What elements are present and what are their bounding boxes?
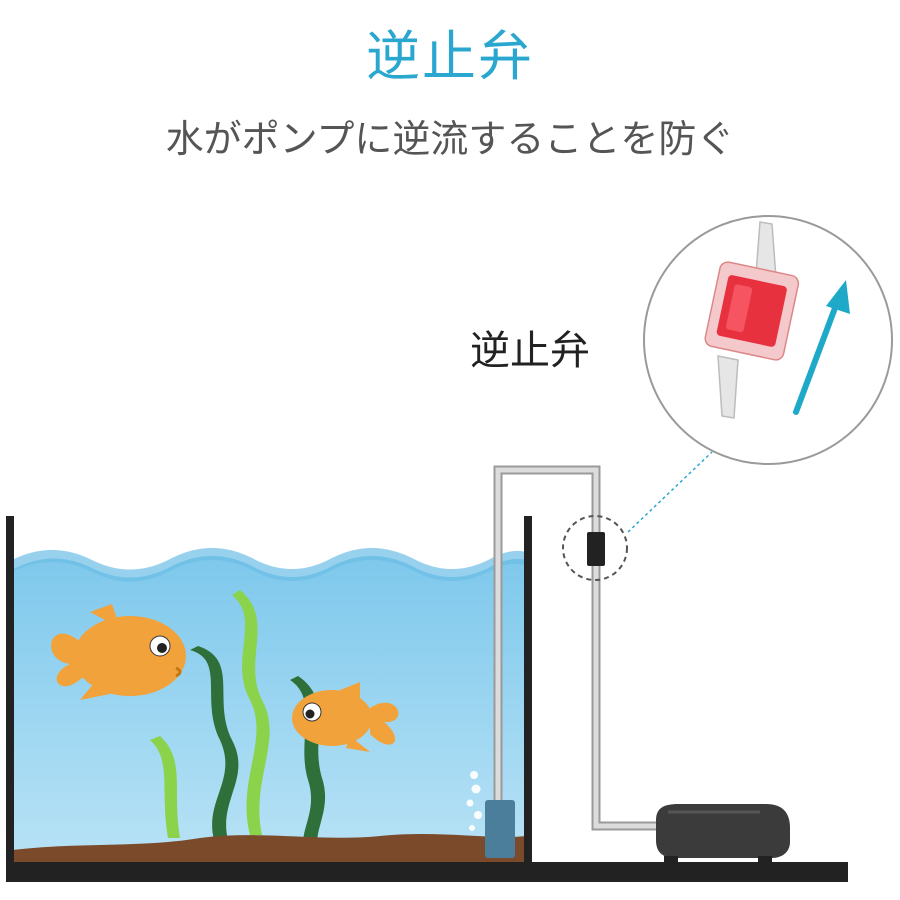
page-subtitle: 水がポンプに逆流することを防ぐ bbox=[165, 117, 735, 161]
check-valve-icon bbox=[587, 532, 605, 566]
valve-label: 逆止弁 bbox=[470, 328, 590, 374]
gravel-bed bbox=[12, 834, 526, 866]
air-pump-icon bbox=[656, 804, 790, 862]
bubbles bbox=[466, 771, 482, 831]
aquarium-tank-icon bbox=[6, 516, 848, 882]
goldfish-icon bbox=[51, 604, 186, 700]
air-stone-icon bbox=[485, 800, 515, 858]
callout-leader-line bbox=[627, 451, 713, 533]
valve-highlight-circle bbox=[562, 515, 628, 581]
flow-arrow-icon bbox=[793, 280, 850, 415]
goldfish-icon bbox=[292, 682, 399, 752]
air-tube bbox=[493, 465, 665, 831]
water bbox=[12, 548, 526, 865]
valve-zoom-view bbox=[643, 215, 893, 465]
page-title: 逆止弁 bbox=[366, 25, 534, 88]
